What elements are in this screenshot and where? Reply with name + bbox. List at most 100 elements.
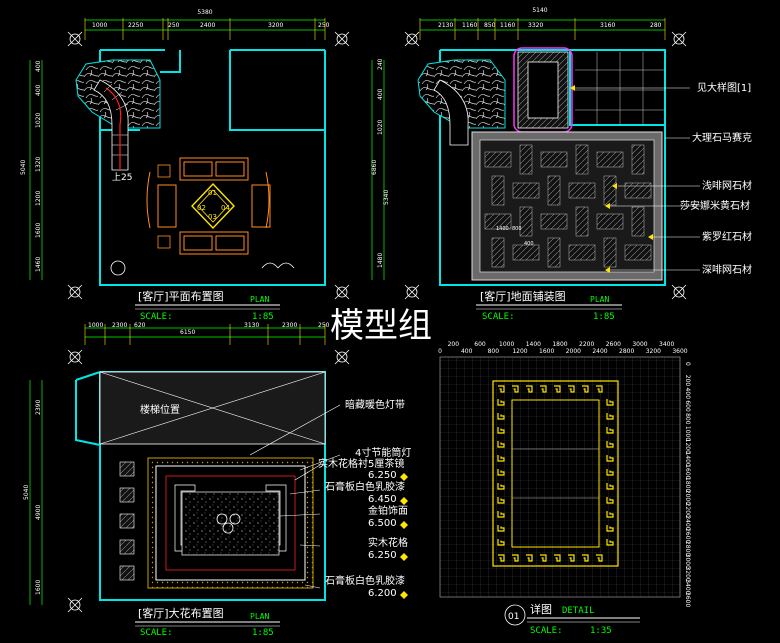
paving-tile <box>596 151 624 168</box>
detail-top-tick: 1200 <box>512 348 527 355</box>
detail-top-tick-upper: 3400 <box>659 341 674 348</box>
annot-wood-lattice: 实木花格 <box>368 536 408 549</box>
paving-tile <box>603 175 617 206</box>
tile-grid-upper <box>575 52 665 125</box>
paving-tile <box>484 151 512 168</box>
left3-dim-3: 4900 <box>35 505 42 520</box>
dim2-5: 3320 <box>528 22 543 29</box>
detail-side-tick: 600 <box>684 400 691 412</box>
left-dim-1: 400 <box>35 60 42 72</box>
detail-top-tick: 400 <box>461 348 473 355</box>
left2-dim-2: 400 <box>377 88 384 100</box>
panel4-title: 详图 <box>530 602 552 616</box>
panel2-title: [客厅]地面铺装图 <box>480 289 566 303</box>
dim2-7: 280 <box>650 22 662 29</box>
panel1-title: [客厅]平面布置图 <box>138 289 224 303</box>
elev-6500: 6.500 <box>368 518 397 529</box>
left-dimension-2: 240 400 1020 6860 5340 1480 <box>371 58 390 280</box>
dim3-3: 620 <box>134 322 146 329</box>
tag-01: 01 <box>208 189 217 197</box>
left-dim-4: 1320 <box>35 157 42 172</box>
dim3-2: 2300 <box>112 322 127 329</box>
detail-side-tick: 1400 <box>684 451 691 466</box>
tag-04: 04 <box>221 204 230 212</box>
panel4-scale-value: 1:35 <box>590 626 612 636</box>
detail-side-tick: 3400 <box>684 579 691 594</box>
panel2-title-block: [客厅]地面铺装图 PLAN SCALE: 1:85 <box>476 289 622 322</box>
left-dimension-3: 2390 5040 4900 1600 <box>23 380 43 605</box>
stair-position-label: 楼梯位置 <box>140 403 180 416</box>
paving-tile <box>568 182 596 199</box>
detail-side-tick: 0 <box>684 362 691 366</box>
detail-top-tick-upper: 600 <box>474 341 486 348</box>
detail-side-tick: 2600 <box>684 528 691 543</box>
weave-tiles <box>484 144 652 268</box>
detail-side-tick: 1600 <box>684 464 691 479</box>
annot-hidden-warm-light: 暗藏暖色灯带 <box>345 398 405 411</box>
leader-arrows <box>570 85 653 273</box>
panel4-detail-word: DETAIL <box>562 606 595 616</box>
detail-top-tick-upper: 2200 <box>579 341 594 348</box>
dim-1: 1000 <box>92 22 107 29</box>
panel-floor-plan: 5380 1000 2250 250 2400 3200 250 5040 40… <box>20 9 350 322</box>
panel1-plan-word: PLAN <box>250 295 269 304</box>
detail-top-tick-upper: 2600 <box>606 341 621 348</box>
panel3-title: [客厅]大花布置图 <box>138 606 224 620</box>
dim-4: 2400 <box>200 22 215 29</box>
left2-dim-3: 1020 <box>377 120 384 135</box>
dim2-4: 1160 <box>500 22 515 29</box>
left3-dim-1: 2390 <box>35 400 42 415</box>
left2-dim-6: 1480 <box>377 253 384 268</box>
top-total-dimension: 5380 <box>197 9 212 16</box>
paving-tile <box>547 237 561 268</box>
panel4-scale-label: SCALE: <box>530 626 563 636</box>
elev-6450: 6.450 <box>368 494 397 505</box>
paving-tile <box>540 151 568 168</box>
detail-top-tick: 2800 <box>619 348 634 355</box>
panel3-scale-label: SCALE: <box>140 628 173 638</box>
dim3-5: 3130 <box>244 322 259 329</box>
walls-2 <box>439 49 666 286</box>
panel3-scale-value: 1:85 <box>252 628 274 638</box>
elev-6250-b: 6.250 <box>368 550 397 561</box>
detail-top-tick: 2400 <box>592 348 607 355</box>
detail-top-tick-upper: 1800 <box>552 341 567 348</box>
dim3-4: 6150 <box>180 329 195 336</box>
ceiling-design <box>147 457 314 589</box>
paving-tile <box>596 213 624 230</box>
dim-6: 250 <box>318 22 330 29</box>
ceiling-leaders <box>249 404 341 589</box>
mosaic-area <box>513 47 573 133</box>
detail-side-tick: 1800 <box>684 477 691 492</box>
detail-side-tick: 800 <box>684 413 691 425</box>
detail-side-tick: 3200 <box>684 566 691 581</box>
annot-rosso-stone: 紫罗红石材 <box>702 230 752 243</box>
detail-top-tick: 2000 <box>566 348 581 355</box>
left2-dim-4: 6860 <box>371 160 378 175</box>
left2-dim-1: 240 <box>377 58 384 70</box>
panel1-scale-value: 1:85 <box>252 312 274 322</box>
dim3-6: 2300 <box>282 322 297 329</box>
paving-tile <box>624 244 652 261</box>
sofa-set <box>146 157 271 255</box>
paving-tile <box>631 206 645 237</box>
paving-tile <box>547 175 561 206</box>
panel2-scale-value: 1:85 <box>593 312 615 322</box>
left2-dim-5: 5340 <box>383 190 390 205</box>
panel-floor-paving: 5140 2130 1160 850 1160 3320 3160 280 24… <box>371 7 752 322</box>
detail-top-tick: 3600 <box>672 348 687 355</box>
left-total-dimension: 5040 <box>20 160 27 175</box>
panel1-title-block: [客厅]平面布置图 PLAN SCALE: 1:85 <box>135 289 280 322</box>
paving-tile <box>575 144 589 175</box>
top-dimension-2: 5140 2130 1160 850 1160 3320 3160 280 <box>419 7 666 40</box>
detail-side-tick: 200 <box>684 375 691 387</box>
detail-tag-circle <box>504 604 526 626</box>
dim2-3: 850 <box>484 22 496 29</box>
detail-top-tick: 800 <box>488 348 500 355</box>
inner-dim-3: 400 <box>524 241 534 247</box>
stair-up-label: 上25 <box>112 172 132 183</box>
dim3-7: 250 <box>318 322 330 329</box>
detail-top-tick-upper: 1400 <box>526 341 541 348</box>
dim2-2: 1160 <box>462 22 477 29</box>
